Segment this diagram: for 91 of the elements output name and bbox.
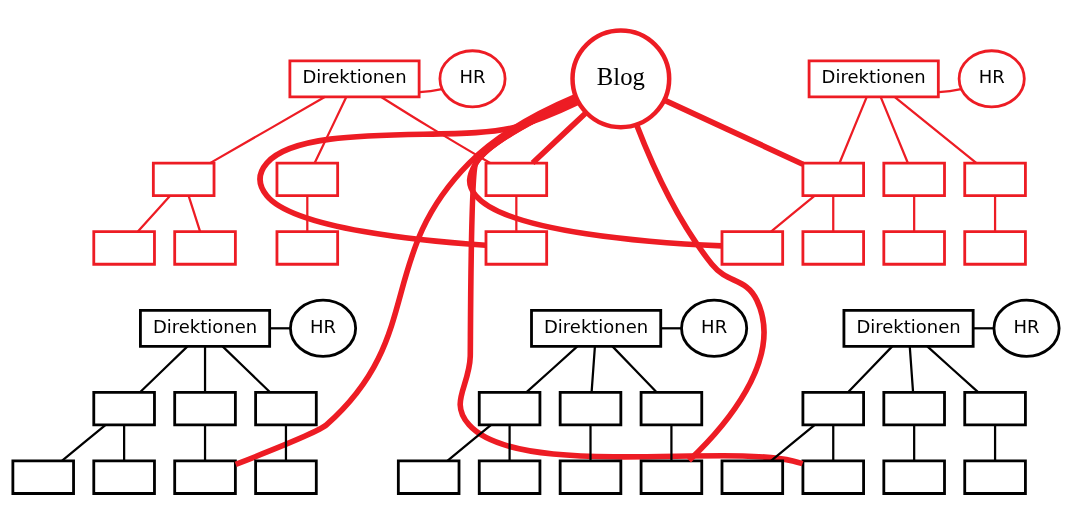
- node-box: [882, 230, 946, 266]
- connector: [530, 110, 588, 166]
- connector: [832, 195, 835, 232]
- node-box: [151, 161, 216, 198]
- node-box: [801, 230, 865, 266]
- connector: [913, 425, 916, 461]
- connector: [187, 195, 202, 232]
- connector: [926, 345, 979, 394]
- node-box: [92, 390, 156, 427]
- node-box: [720, 459, 785, 495]
- node-ellipse: HR: [957, 49, 1026, 109]
- connector: [313, 96, 348, 164]
- node-circle: Blog: [570, 28, 672, 130]
- node-ellipse: HR: [680, 298, 749, 358]
- node-box: [254, 390, 318, 427]
- connector: [306, 195, 309, 232]
- node-box: [484, 230, 549, 266]
- connector: [221, 345, 271, 393]
- connector: [993, 425, 997, 461]
- node-box: [963, 390, 1027, 427]
- node-box: [92, 459, 156, 495]
- connector: [203, 346, 207, 393]
- connector: [515, 195, 518, 232]
- connector: [209, 95, 326, 164]
- node-box: [882, 161, 946, 198]
- node-box: [173, 459, 237, 495]
- connector: [913, 195, 916, 232]
- node-box: [801, 161, 865, 198]
- connector: [879, 96, 909, 164]
- connector: [770, 195, 816, 233]
- connector: [525, 345, 579, 394]
- node-box: Direktionen: [530, 308, 663, 348]
- connector: [234, 93, 577, 467]
- connector: [419, 88, 443, 94]
- node-box: [484, 161, 549, 198]
- connector: [973, 327, 994, 330]
- node-box: Direktionen: [139, 308, 272, 348]
- node-box: [558, 459, 623, 495]
- node-box: [882, 459, 946, 495]
- node-box: [477, 390, 542, 427]
- connector: [832, 425, 835, 461]
- connector: [203, 425, 207, 461]
- connector: [847, 345, 893, 393]
- node-box: [254, 459, 318, 495]
- connector: [993, 195, 997, 232]
- connector: [661, 327, 682, 330]
- node-box: [275, 161, 340, 198]
- node-ellipse: HR: [289, 298, 358, 358]
- connector: [633, 123, 767, 463]
- node-box: [801, 459, 865, 495]
- connector: [589, 425, 592, 461]
- node-box: [396, 459, 461, 495]
- node-box: [882, 390, 946, 427]
- connector: [270, 327, 291, 330]
- node-box: [92, 230, 156, 266]
- connector: [123, 425, 126, 461]
- connector: [611, 345, 658, 393]
- connector: [908, 346, 915, 393]
- node-box: [963, 230, 1027, 266]
- node-box: [558, 390, 623, 427]
- node-box: [720, 230, 785, 266]
- connector: [894, 96, 977, 164]
- connector: [284, 425, 288, 461]
- connector: [838, 96, 868, 164]
- node-box: [639, 390, 704, 427]
- node-box: [639, 459, 704, 495]
- node-box: Direktionen: [288, 59, 421, 99]
- node-box: [477, 459, 542, 495]
- node-box: [11, 459, 75, 495]
- connector: [770, 424, 816, 462]
- connector: [137, 195, 171, 233]
- connector: [508, 425, 511, 461]
- connector: [938, 88, 962, 94]
- connector: [457, 96, 804, 467]
- node-ellipse: HR: [992, 298, 1061, 358]
- connector: [446, 424, 492, 462]
- connector: [139, 345, 189, 393]
- node-box: [801, 390, 865, 427]
- connector: [590, 346, 597, 393]
- connector: [380, 95, 491, 164]
- connector: [663, 97, 804, 167]
- node-ellipse: HR: [438, 49, 507, 109]
- node-box: Direktionen: [842, 308, 975, 348]
- node-box: [963, 459, 1027, 495]
- connector: [61, 424, 107, 462]
- connector: [670, 425, 673, 461]
- node-box: [963, 161, 1027, 198]
- node-box: [173, 230, 237, 266]
- node-box: Direktionen: [807, 59, 940, 99]
- node-box: [275, 230, 340, 266]
- node-box: [173, 390, 237, 427]
